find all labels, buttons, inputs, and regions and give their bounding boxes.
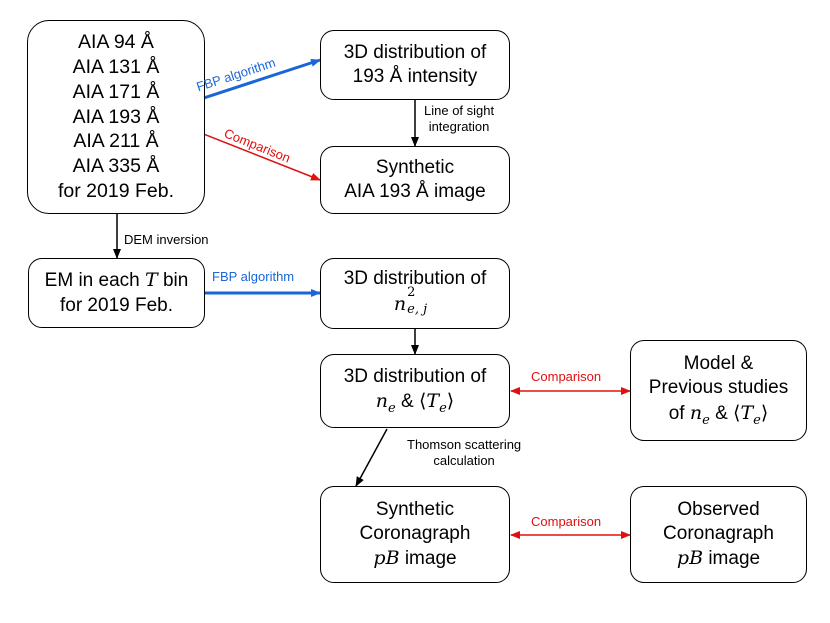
- t-symbol: T: [740, 401, 754, 424]
- em-text: EM in each: [44, 270, 145, 292]
- dem-inversion-label: DEM inversion: [124, 232, 209, 247]
- t-symbol: T: [426, 389, 440, 412]
- e-subscript: e: [753, 412, 761, 428]
- e-subscript: e: [439, 400, 447, 416]
- model-studies-box: Model & Previous studies of ne & ⟨Te⟩: [630, 340, 807, 441]
- thomson-line2: calculation: [433, 453, 495, 469]
- dist-ne-te-title: 3D distribution of: [343, 365, 487, 387]
- thomson-line1: Thomson scattering: [407, 437, 522, 452]
- aia-line: AIA 94 Å: [78, 30, 154, 53]
- model-line: Model &: [683, 352, 754, 374]
- comparison-label-model: Comparison: [531, 369, 602, 384]
- model-symbols-line: of ne & ⟨Te⟩: [669, 401, 769, 429]
- em-bin-line: EM in each T bin: [45, 268, 189, 293]
- pb-symbol: pB: [676, 547, 704, 570]
- ne2-superscript: 2: [407, 284, 416, 300]
- pb-symbol: pB: [373, 547, 400, 570]
- synthetic-line: Synthetic: [375, 498, 455, 520]
- line-of-sight-line1: Line of sight: [424, 103, 495, 118]
- image-text: image: [399, 548, 457, 570]
- left-angle: ⟨: [418, 390, 427, 412]
- dist-ne-te-box: 3D distribution of ne & ⟨Te⟩: [320, 354, 510, 428]
- image-text: image: [703, 548, 761, 570]
- e-subscript: e: [702, 412, 710, 428]
- of-text: of: [668, 402, 690, 424]
- aia-channels-box: AIA 94 Å AIA 131 Å AIA 171 Å AIA 193 Å A…: [27, 20, 205, 214]
- right-angle: ⟩: [760, 402, 769, 424]
- e-subscript: e: [388, 400, 396, 416]
- previous-studies-line: Previous studies: [648, 377, 789, 399]
- ampersand: &: [395, 390, 419, 412]
- dist-193-box: 3D distribution of 193 Å intensity: [320, 30, 510, 100]
- right-angle: ⟩: [446, 390, 455, 412]
- ne2-subscript: e, j: [407, 301, 428, 317]
- em-date-line: for 2019 Feb.: [59, 294, 174, 316]
- synthetic-aia-box: Synthetic AIA 193 Å image: [320, 146, 510, 214]
- aia-line: AIA 335 Å: [72, 155, 160, 178]
- comparison-label-pb: Comparison: [531, 514, 602, 529]
- n-symbol: n: [375, 389, 389, 412]
- aia-line: AIA 193 Å: [72, 105, 160, 128]
- line-of-sight-line2: integration: [428, 119, 490, 135]
- left-angle: ⟨: [733, 402, 741, 424]
- aia-line: AIA 171 Å: [72, 80, 160, 103]
- coronagraph-line: Coronagraph: [663, 522, 774, 544]
- dist-ne2-title: 3D distribution of: [343, 268, 487, 290]
- thomson-label: Thomson scattering calculation: [407, 437, 521, 470]
- bin-text: bin: [157, 270, 189, 292]
- coronagraph-line: Coronagraph: [359, 522, 471, 544]
- em-bin-box: EM in each T bin for 2019 Feb.: [28, 258, 205, 328]
- fbp-label-mid: FBP algorithm: [212, 269, 295, 284]
- pb-image-line: pB image: [677, 546, 760, 571]
- pb-image-line: pB image: [373, 546, 456, 571]
- synthetic-aia-line: Synthetic: [375, 156, 455, 178]
- aia-line: AIA 211 Å: [73, 130, 159, 153]
- t-symbol: T: [145, 269, 158, 292]
- dist-193-line: 3D distribution of: [343, 41, 487, 63]
- n-symbol: n: [393, 292, 407, 315]
- observed-coronagraph-box: Observed Coronagraph pB image: [630, 486, 807, 583]
- observed-line: Observed: [677, 498, 760, 520]
- aia-date-line: for 2019 Feb.: [58, 180, 174, 203]
- aia-line: AIA 131 Å: [72, 55, 160, 78]
- synthetic-aia-line: AIA 193 Å image: [344, 181, 486, 202]
- n-symbol: n: [689, 401, 703, 424]
- ampersand: &: [709, 402, 734, 424]
- synthetic-coronagraph-box: Synthetic Coronagraph pB image: [320, 486, 510, 583]
- dist-193-line: 193 Å intensity: [352, 66, 478, 87]
- ne-te-symbols: ne & ⟨Te⟩: [376, 389, 454, 417]
- thomson-arrow: [355, 428, 388, 487]
- line-of-sight-label: Line of sight integration: [424, 103, 494, 136]
